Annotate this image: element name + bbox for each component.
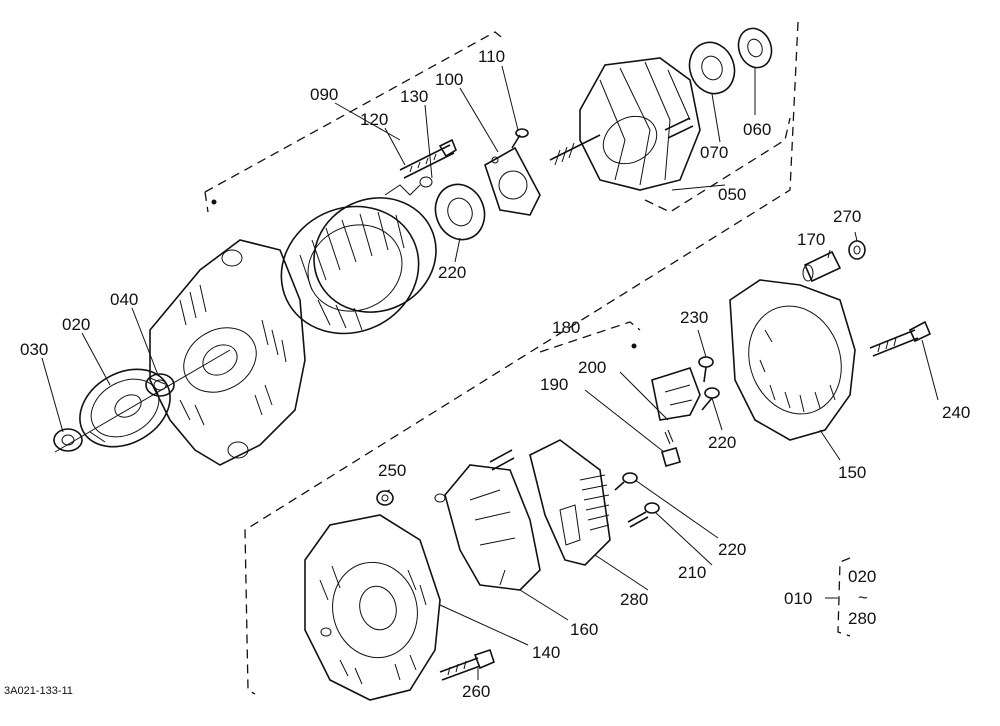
legend-tilde: ~ bbox=[858, 588, 868, 607]
bolt-260 bbox=[439, 648, 495, 681]
legend-from: 020 bbox=[848, 567, 876, 586]
bearing-070 bbox=[688, 41, 736, 95]
plate-100 bbox=[484, 146, 541, 216]
callout-220-lower: 220 bbox=[718, 540, 746, 559]
spacer-040 bbox=[145, 373, 175, 397]
brush-holder-200 bbox=[651, 367, 701, 421]
callout-110: 110 bbox=[478, 47, 505, 66]
callout-030: 030 bbox=[20, 340, 48, 359]
callout-240: 240 bbox=[942, 403, 970, 422]
pulley-020 bbox=[79, 368, 171, 448]
rotor-050 bbox=[549, 57, 701, 191]
screw-210 bbox=[627, 502, 660, 528]
washer-060 bbox=[737, 27, 773, 69]
callout-labels: 030 020 040 090 120 130 100 110 220 060 … bbox=[20, 47, 970, 701]
callout-210: 210 bbox=[678, 563, 706, 582]
callout-220-mid: 220 bbox=[708, 433, 736, 452]
rear-cover-150 bbox=[729, 279, 856, 441]
terminal-170 bbox=[802, 250, 842, 283]
callout-060: 060 bbox=[743, 120, 771, 139]
callout-120: 120 bbox=[360, 110, 388, 129]
document-code: 3A021-133-11 bbox=[4, 685, 73, 697]
callout-020: 020 bbox=[62, 315, 90, 334]
nut-030 bbox=[53, 428, 83, 452]
callout-160: 160 bbox=[570, 620, 598, 639]
callout-180: 180 bbox=[552, 318, 580, 337]
rectifier-160 bbox=[434, 449, 541, 591]
stud-bolt-120 bbox=[399, 138, 457, 179]
rear-housing-140 bbox=[304, 514, 441, 701]
callout-250: 250 bbox=[378, 461, 406, 480]
callout-130: 130 bbox=[400, 87, 428, 106]
group-bracket-050 bbox=[644, 117, 791, 213]
screw-230 bbox=[698, 356, 714, 383]
group-bracket-outer bbox=[244, 21, 799, 695]
stator-090 bbox=[280, 184, 437, 335]
legend-to: 280 bbox=[848, 609, 876, 628]
bearing-220-upper bbox=[419, 176, 486, 241]
callout-260: 260 bbox=[462, 682, 490, 701]
group-bracket-180 bbox=[539, 321, 641, 353]
bolt-240 bbox=[869, 320, 932, 357]
leader-lines bbox=[41, 65, 939, 680]
callout-270: 270 bbox=[833, 207, 861, 226]
group-bracket-090 bbox=[204, 31, 506, 213]
callout-040: 040 bbox=[110, 290, 138, 309]
callout-070: 070 bbox=[700, 143, 728, 162]
callout-220-upper: 220 bbox=[438, 263, 466, 282]
callout-190: 190 bbox=[540, 375, 568, 394]
callout-150: 150 bbox=[838, 463, 866, 482]
callout-280: 280 bbox=[620, 590, 648, 609]
nut-270 bbox=[848, 240, 866, 260]
screw-220-mid bbox=[701, 387, 720, 411]
callout-200: 200 bbox=[578, 358, 606, 377]
regulator-280 bbox=[529, 439, 611, 566]
legend-bracket bbox=[825, 557, 851, 637]
callout-010: 010 bbox=[784, 589, 812, 608]
callout-140: 140 bbox=[532, 643, 560, 662]
callout-230: 230 bbox=[680, 308, 708, 327]
front-housing bbox=[149, 239, 306, 466]
washer-250 bbox=[376, 490, 394, 506]
callout-100: 100 bbox=[435, 70, 463, 89]
screw-110 bbox=[511, 128, 529, 149]
callout-170: 170 bbox=[797, 230, 825, 249]
callout-050: 050 bbox=[718, 185, 746, 204]
screw-220-lower bbox=[614, 472, 638, 491]
callout-090: 090 bbox=[310, 85, 338, 104]
brush-190 bbox=[661, 429, 681, 467]
